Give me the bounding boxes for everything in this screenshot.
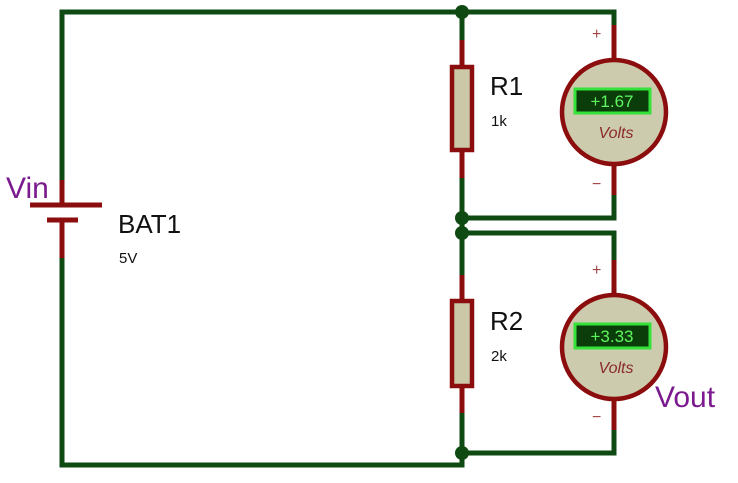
resistor-r2[interactable]: R2 2k xyxy=(449,275,523,413)
vm2-minus-sign: − xyxy=(592,409,601,426)
vm1-minus-sign: − xyxy=(592,176,601,193)
junction-node-top xyxy=(455,5,469,19)
wire-vm2-minus[interactable] xyxy=(459,427,617,456)
vm1-unit: Volts xyxy=(599,125,634,142)
battery-bat1[interactable]: Vin BAT1 5V xyxy=(6,172,181,267)
r2-body xyxy=(449,298,475,389)
r2-value-label: 2k xyxy=(491,348,507,365)
vm1-plus-sign: + xyxy=(592,26,601,43)
r1-ref-label: R1 xyxy=(490,71,523,101)
vm2-display xyxy=(573,322,652,350)
net-label-vin: Vin xyxy=(6,172,49,205)
battery-ref-label: BAT1 xyxy=(118,209,181,239)
voltmeter-1[interactable]: +1.67 Volts + − xyxy=(559,25,669,195)
junction-node-mid-lower xyxy=(455,226,469,240)
resistor-r1[interactable]: R1 1k xyxy=(449,40,523,178)
vm2-plus-sign: + xyxy=(592,262,601,279)
wire-vm1-minus[interactable] xyxy=(459,192,617,221)
junction-node-mid-upper xyxy=(455,211,469,225)
wire-left-bottom[interactable] xyxy=(59,255,465,468)
vm1-display xyxy=(573,87,652,115)
vm1-reading: +1.67 xyxy=(590,92,633,111)
voltmeter-2[interactable]: +3.33 Volts + − Vout xyxy=(559,260,716,430)
wire-top[interactable] xyxy=(59,9,617,183)
net-label-vout: Vout xyxy=(655,381,716,414)
vm2-reading: +3.33 xyxy=(590,327,633,346)
wire-vm2-plus[interactable] xyxy=(459,230,617,263)
junction-node-bottom xyxy=(455,446,469,460)
r1-body xyxy=(449,64,475,153)
r1-value-label: 1k xyxy=(491,113,507,130)
battery-value-label: 5V xyxy=(119,250,137,267)
r2-ref-label: R2 xyxy=(490,306,523,336)
vm2-unit: Volts xyxy=(599,360,634,377)
